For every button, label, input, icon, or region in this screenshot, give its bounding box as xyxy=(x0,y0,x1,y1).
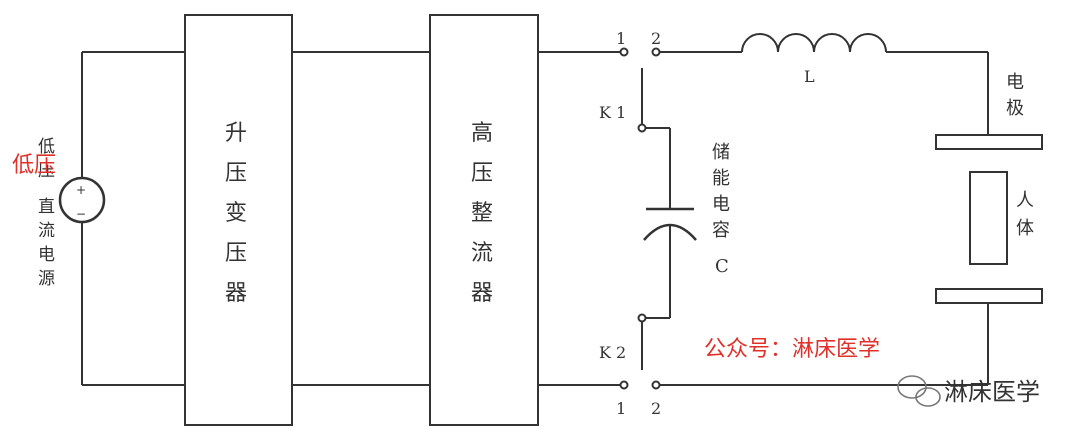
k1-name-label: K 1 xyxy=(599,103,626,122)
svg-text:储: 储 xyxy=(712,142,730,163)
svg-text:电: 电 xyxy=(38,245,55,265)
svg-text:容: 容 xyxy=(712,220,730,241)
svg-text:低: 低 xyxy=(38,137,55,157)
inductor-coil xyxy=(741,33,887,53)
circuit-wires xyxy=(81,51,989,386)
plus-sign: + xyxy=(76,183,86,197)
svg-text:器: 器 xyxy=(225,281,247,306)
k1-pos1-label: 1 xyxy=(616,29,626,48)
electrode-top xyxy=(935,134,1043,150)
red-source-label: 低压 xyxy=(12,153,56,178)
svg-text:电: 电 xyxy=(712,194,730,215)
svg-text:压: 压 xyxy=(225,161,247,186)
svg-text:流: 流 xyxy=(471,241,493,266)
svg-text:能: 能 xyxy=(712,168,730,189)
svg-text:器: 器 xyxy=(471,281,493,306)
electrode-bottom xyxy=(935,288,1043,304)
body-label: 人 体 xyxy=(1016,190,1034,239)
svg-text:压: 压 xyxy=(225,241,247,266)
svg-text:高: 高 xyxy=(471,121,493,146)
svg-text:流: 流 xyxy=(38,221,55,241)
svg-text:压: 压 xyxy=(38,161,55,181)
capacitor-label: 储 能 电 容 C xyxy=(712,142,730,277)
k2-pos1-label: 1 xyxy=(616,399,626,418)
svg-text:C: C xyxy=(715,256,729,277)
svg-text:整: 整 xyxy=(471,201,493,226)
svg-text:升: 升 xyxy=(225,121,247,146)
capacitor-symbol xyxy=(643,207,697,241)
svg-text:源: 源 xyxy=(38,269,55,289)
svg-text:电: 电 xyxy=(1006,72,1024,93)
hv-rectifier-block xyxy=(429,14,539,426)
dc-source-symbol xyxy=(58,176,106,224)
svg-text:极: 极 xyxy=(1006,98,1024,119)
switch-k2 xyxy=(619,313,661,390)
k1-pos2-label: 2 xyxy=(651,29,661,48)
wechat-icon xyxy=(897,375,941,407)
svg-text:体: 体 xyxy=(1016,218,1034,239)
switch-k1 xyxy=(619,47,661,133)
minus-sign: − xyxy=(76,207,86,221)
watermark-account: 公众号：淋床医学 xyxy=(704,337,880,362)
svg-text:压: 压 xyxy=(471,161,493,186)
step-up-transformer-block xyxy=(184,14,293,426)
step-up-label: 升 压 变 压 器 xyxy=(225,121,247,306)
human-body xyxy=(969,171,1008,265)
rectifier-label: 高 压 整 流 器 xyxy=(471,121,493,306)
source-label: 低 压 直 流 电 源 xyxy=(38,137,55,289)
k2-pos2-label: 2 xyxy=(651,399,661,418)
inductor-label: L xyxy=(804,67,815,86)
k2-name-label: K 2 xyxy=(599,343,626,362)
svg-text:人: 人 xyxy=(1016,190,1034,211)
svg-text:变: 变 xyxy=(225,201,247,226)
watermark-brand: 淋床医学 xyxy=(944,378,1040,406)
svg-text:直: 直 xyxy=(38,197,55,217)
electrode-label: 电 极 xyxy=(1006,72,1024,119)
